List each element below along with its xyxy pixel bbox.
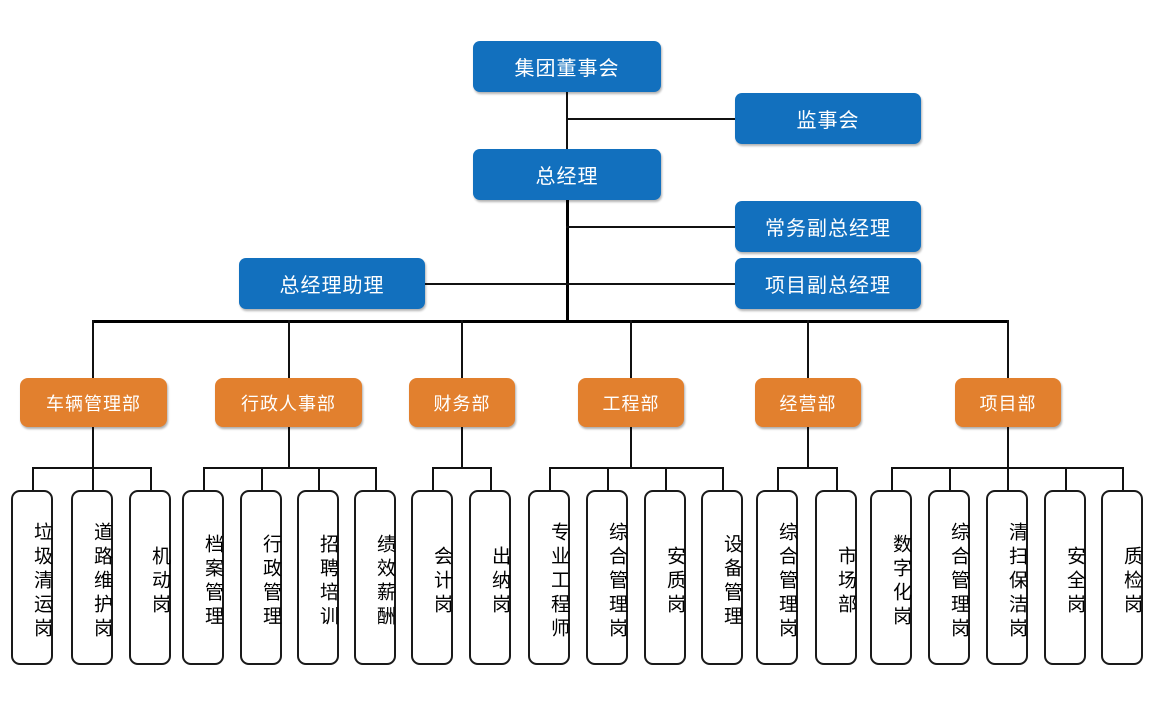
connector-gm-spine: [566, 199, 569, 321]
leaf-drop-3-2: [490, 467, 492, 491]
drop-dept-5: [807, 320, 809, 378]
leaf-drop-4-2: [607, 467, 609, 491]
connector-to-exec-deputy-gm: [566, 226, 735, 228]
stem-dept-6: [1007, 427, 1009, 468]
node-position-6-1[interactable]: 数字化岗: [870, 490, 912, 665]
node-general-manager[interactable]: 总经理: [473, 149, 661, 200]
node-department-admin-hr[interactable]: 行政人事部: [215, 378, 362, 427]
drop-dept-6: [1007, 320, 1009, 378]
node-position-1-3[interactable]: 机动岗: [129, 490, 171, 665]
leaf-drop-6-3: [1007, 467, 1009, 491]
node-position-3-1[interactable]: 会计岗: [411, 490, 453, 665]
leaf-drop-2-4: [375, 467, 377, 491]
connector-to-supervisory-board: [566, 118, 735, 120]
node-department-project[interactable]: 项目部: [955, 378, 1061, 427]
node-position-1-2[interactable]: 道路维护岗: [71, 490, 113, 665]
node-position-1-1[interactable]: 垃圾清运岗: [11, 490, 53, 665]
stem-dept-5: [807, 427, 809, 468]
subbus-dept-1: [32, 467, 151, 469]
node-department-finance[interactable]: 财务部: [409, 378, 515, 427]
node-gm-assistant[interactable]: 总经理助理: [239, 258, 425, 309]
leaf-drop-1-2: [92, 467, 94, 491]
department-bus: [92, 320, 1008, 323]
node-position-3-2[interactable]: 出纳岗: [469, 490, 511, 665]
connector-to-project-deputy-gm: [566, 283, 735, 285]
leaf-drop-6-2: [949, 467, 951, 491]
node-department-engineering[interactable]: 工程部: [578, 378, 684, 427]
node-position-4-3[interactable]: 安质岗: [644, 490, 686, 665]
stem-dept-2: [288, 427, 290, 468]
node-position-2-4[interactable]: 绩效薪酬: [354, 490, 396, 665]
leaf-drop-3-1: [432, 467, 434, 491]
connector-to-gm-assistant: [425, 283, 568, 285]
leaf-drop-6-1: [891, 467, 893, 491]
node-position-6-5[interactable]: 质检岗: [1101, 490, 1143, 665]
node-position-6-2[interactable]: 综合管理岗: [928, 490, 970, 665]
leaf-drop-2-1: [203, 467, 205, 491]
node-position-4-4[interactable]: 设备管理: [701, 490, 743, 665]
stem-dept-4: [630, 427, 632, 468]
node-position-4-2[interactable]: 综合管理岗: [586, 490, 628, 665]
node-department-operations[interactable]: 经营部: [755, 378, 861, 427]
node-position-5-2[interactable]: 市场部: [815, 490, 857, 665]
stem-dept-3: [461, 427, 463, 468]
node-position-4-1[interactable]: 专业工程师: [528, 490, 570, 665]
subbus-dept-3: [432, 467, 492, 469]
leaf-drop-1-3: [150, 467, 152, 491]
drop-dept-1: [92, 320, 94, 378]
node-position-6-3[interactable]: 清扫保洁岗: [986, 490, 1028, 665]
leaf-drop-5-2: [836, 467, 838, 491]
node-position-2-2[interactable]: 行政管理: [240, 490, 282, 665]
drop-dept-4: [630, 320, 632, 378]
node-board[interactable]: 集团董事会: [473, 41, 661, 92]
subbus-dept-4: [549, 467, 723, 469]
node-position-6-4[interactable]: 安全岗: [1044, 490, 1086, 665]
subbus-dept-2: [203, 467, 376, 469]
drop-dept-2: [288, 320, 290, 378]
subbus-dept-5: [777, 467, 837, 469]
stem-dept-1: [92, 427, 94, 468]
leaf-drop-5-1: [777, 467, 779, 491]
node-supervisory-board[interactable]: 监事会: [735, 93, 921, 144]
leaf-drop-4-1: [549, 467, 551, 491]
node-position-5-1[interactable]: 综合管理岗: [756, 490, 798, 665]
node-position-2-3[interactable]: 招聘培训: [297, 490, 339, 665]
node-executive-deputy-gm[interactable]: 常务副总经理: [735, 201, 921, 252]
leaf-drop-6-5: [1122, 467, 1124, 491]
leaf-drop-1-1: [32, 467, 34, 491]
leaf-drop-4-3: [665, 467, 667, 491]
leaf-drop-4-4: [722, 467, 724, 491]
connector-board-to-gm: [566, 92, 568, 150]
node-department-vehicle[interactable]: 车辆管理部: [20, 378, 167, 427]
leaf-drop-2-3: [318, 467, 320, 491]
node-project-deputy-gm[interactable]: 项目副总经理: [735, 258, 921, 309]
node-position-2-1[interactable]: 档案管理: [182, 490, 224, 665]
drop-dept-3: [461, 320, 463, 378]
leaf-drop-2-2: [261, 467, 263, 491]
leaf-drop-6-4: [1065, 467, 1067, 491]
